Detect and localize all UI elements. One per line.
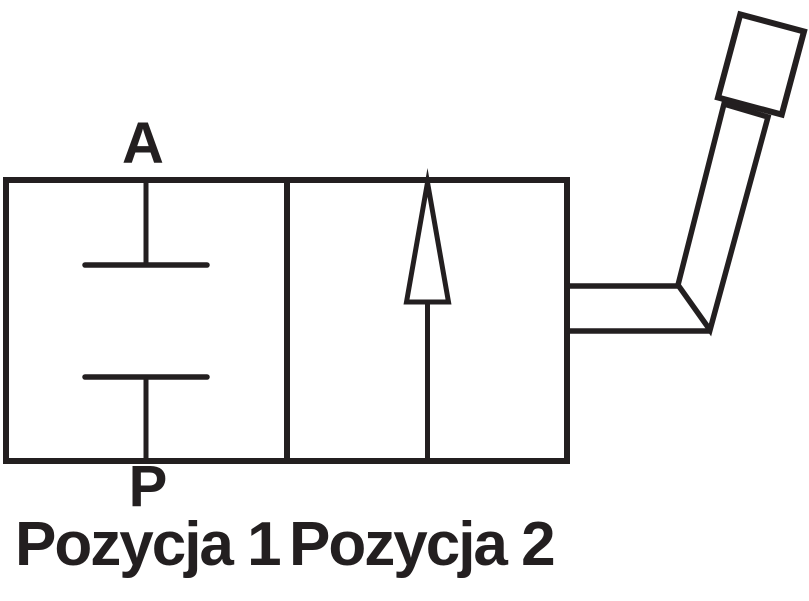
position-2-label: Pozycja 2 bbox=[289, 510, 556, 579]
lever-handle-group bbox=[714, 10, 808, 119]
port-label-a: A bbox=[122, 111, 164, 176]
lever-arm bbox=[675, 100, 772, 337]
position-1-label: Pozycja 1 bbox=[15, 510, 282, 579]
flow-arrow-head bbox=[403, 168, 452, 305]
lever-handle-knob bbox=[714, 10, 808, 119]
schematic-lines bbox=[3, 10, 808, 464]
port-label-p: P bbox=[128, 454, 168, 519]
